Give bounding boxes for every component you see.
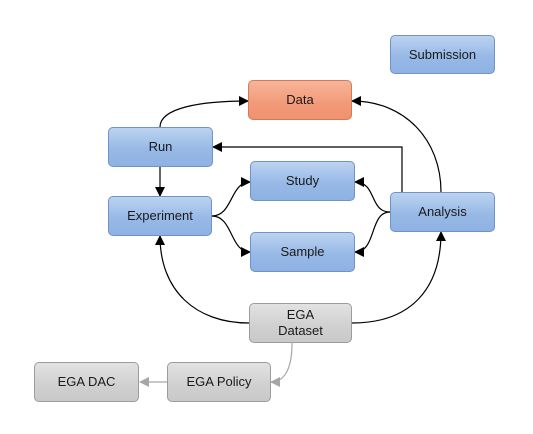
arrow-run-to-data <box>159 96 249 128</box>
arrow-dataset-to-policy <box>270 342 293 387</box>
ega-policy-label: EGA Policy <box>186 374 252 389</box>
arrow-analysis-to-sample <box>354 211 391 257</box>
analysis-label: Analysis <box>418 204 467 219</box>
study-label: Study <box>285 173 320 188</box>
arrow-analysis-to-study <box>354 177 391 213</box>
data-label: Data <box>286 92 314 107</box>
experiment-node[interactable]: Experiment <box>108 196 212 236</box>
arrow-experiment-to-sample <box>211 215 251 257</box>
sample-label: Sample <box>280 244 325 259</box>
arrow-analysis-to-run <box>212 142 403 192</box>
ega-dac-label: EGA DAC <box>57 374 116 389</box>
arrow-experiment-to-study <box>211 177 251 217</box>
ega-dac-node[interactable]: EGA DAC <box>34 362 139 402</box>
ega-dataset-node[interactable]: EGA Dataset <box>249 303 352 343</box>
arrow-analysis-to-data <box>351 96 442 193</box>
ega-policy-node[interactable]: EGA Policy <box>167 362 271 402</box>
ega-dataset-label: EGA Dataset <box>278 307 323 338</box>
data-node[interactable]: Data <box>248 80 352 120</box>
run-node[interactable]: Run <box>108 127 213 167</box>
run-label: Run <box>148 139 173 154</box>
submission-label: Submission <box>408 46 477 62</box>
experiment-label: Experiment <box>127 208 193 223</box>
analysis-node[interactable]: Analysis <box>390 192 495 232</box>
sample-node[interactable]: Sample <box>250 232 355 272</box>
submission-node[interactable]: Submission <box>390 35 495 74</box>
arrow-dataset-to-experiment <box>155 235 250 324</box>
study-node[interactable]: Study <box>250 161 355 201</box>
arrow-dataset-to-analysis <box>351 231 446 324</box>
